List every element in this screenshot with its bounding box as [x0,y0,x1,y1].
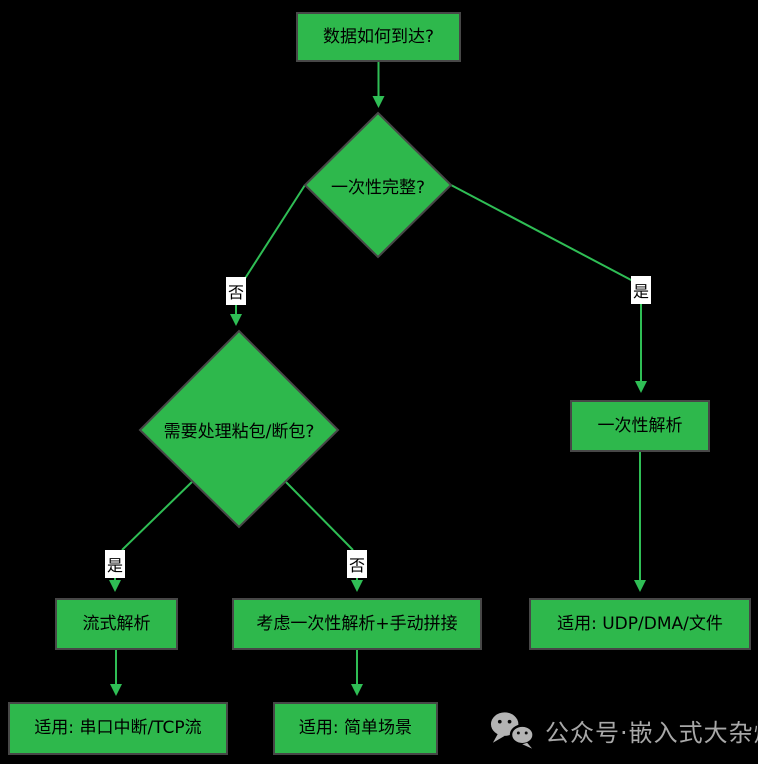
decision2-diamond [138,329,340,529]
wechat-icon [490,712,535,749]
node-consider: 考虑一次性解析+手动拼接 [232,598,482,650]
node-apply-simple: 适用: 简单场景 [273,702,438,755]
node-once-parse: 一次性解析 [570,400,710,452]
node-stream-parse: 流式解析 [55,598,178,650]
node-start: 数据如何到达? [296,12,461,62]
edge-label-decision1-yes: 是 [631,276,651,304]
edge-decision2-yes-diagonal [121,477,197,551]
node-apply-udp: 适用: UDP/DMA/文件 [529,598,751,650]
edge-label-decision2-yes: 是 [105,550,125,578]
watermark: 公众号·嵌入式大杂烩 [489,708,758,752]
edge-label-decision2-no: 否 [347,550,367,578]
edge-decision2-no-diagonal [281,477,354,551]
watermark-text: 公众号·嵌入式大杂烩 [545,718,758,747]
decision1-diamond [303,111,453,259]
edge-decision1-no-diagonal [243,184,306,281]
node-apply-serial: 适用: 串口中断/TCP流 [8,702,228,755]
edge-decision1-yes-diagonal [450,184,634,282]
edge-label-decision1-no: 否 [226,277,246,305]
